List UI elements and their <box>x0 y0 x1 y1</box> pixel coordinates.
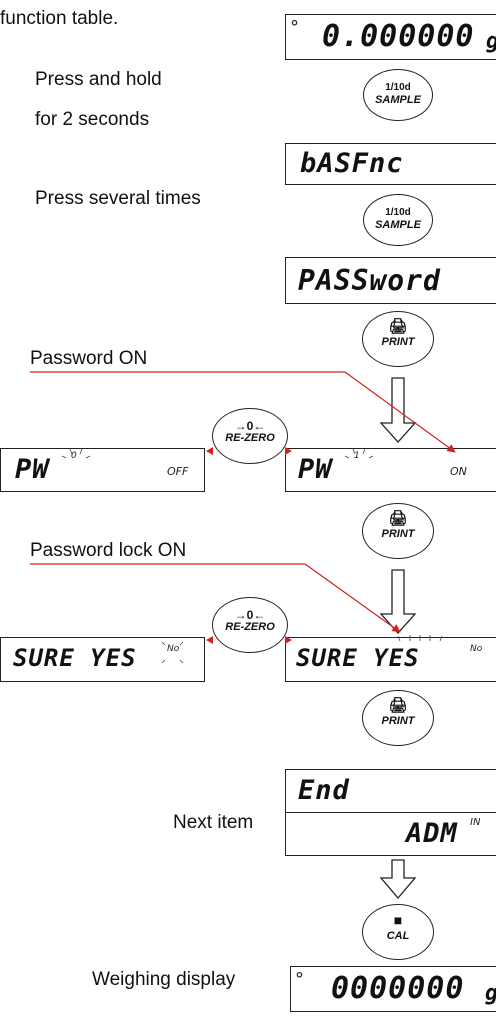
display-text: End <box>298 775 350 806</box>
press-hold-text-line1: Press and hold <box>35 69 162 90</box>
display-text: PW <box>298 454 333 485</box>
printer-icon: 🖨 <box>388 318 408 335</box>
display-sure-right: SURE YES No <box>285 637 496 682</box>
next-item-text: Next item <box>173 812 254 833</box>
print-key-confirm[interactable]: 🖨 PRINT <box>362 503 434 559</box>
blink-indicator-icon <box>61 448 91 459</box>
key-bottom-label: RE-ZERO <box>225 621 275 633</box>
right-arrowhead-icon <box>285 636 292 644</box>
intro-text: function table. <box>0 8 119 29</box>
key-top-label: 1/10d <box>385 207 411 218</box>
down-arrow-icon <box>379 859 417 900</box>
display-unit: g <box>486 29 496 54</box>
display-text: ADM <box>406 818 458 849</box>
key-top-label: →0← <box>234 419 266 433</box>
display-sure-left: SURE YES No <box>0 637 205 682</box>
display-text: SURE YES <box>296 644 420 672</box>
display-initial-weighing: ° 0.000000 g <box>285 14 496 60</box>
password-lock-pointer <box>30 563 401 633</box>
rezero-key-cancel[interactable]: →0← RE-ZERO <box>212 597 288 653</box>
status-flag: ON <box>450 465 467 478</box>
print-key[interactable]: 🖨 PRINT <box>362 311 434 367</box>
display-weighing: ° 0000000 g <box>290 966 496 1012</box>
display-text: bASFnc <box>300 148 404 179</box>
key-bottom-label: RE-ZERO <box>225 432 275 444</box>
display-text: PASSword <box>298 264 441 297</box>
stable-indicator: ° <box>290 17 299 38</box>
key-bottom-label: CAL <box>386 930 410 942</box>
weight-icon: ■ <box>393 912 403 928</box>
display-pw-on: PW 1 ON <box>285 448 496 492</box>
password-on-pointer <box>30 371 456 453</box>
blink-indicator-icon <box>161 641 184 664</box>
key-bottom-label: PRINT <box>381 528 415 540</box>
display-unit: g <box>485 981 496 1006</box>
key-bottom-label: PRINT <box>381 336 415 348</box>
status-flag: No <box>167 644 180 654</box>
key-bottom-label: PRINT <box>381 715 415 727</box>
display-password: PASSword <box>285 257 496 304</box>
password-lock-on-label: Password lock ON <box>30 540 187 561</box>
left-arrowhead-icon <box>206 447 213 455</box>
press-hold-text-line2: for 2 seconds <box>35 109 150 130</box>
sample-key[interactable]: 1/10d SAMPLE <box>363 69 433 121</box>
cal-key[interactable]: ■ CAL <box>362 904 434 960</box>
display-text: SURE YES <box>13 644 137 672</box>
press-several-text: Press several times <box>35 188 201 209</box>
status-flag: No <box>470 644 483 654</box>
display-adm: ADM IN <box>285 812 496 856</box>
status-flag: OFF <box>167 465 189 478</box>
sample-key-repeat[interactable]: 1/10d SAMPLE <box>363 194 433 246</box>
display-text: PW <box>15 454 50 485</box>
display-basfnc: bASFnc <box>285 143 496 185</box>
display-value: 0000000 <box>331 971 465 1006</box>
blinking-digit: 1 <box>354 451 360 461</box>
weighing-display-text: Weighing display <box>92 969 236 990</box>
printer-icon: 🖨 <box>388 697 408 714</box>
key-top-label: →0← <box>234 608 266 622</box>
display-superscript: IN <box>470 817 481 828</box>
password-on-label: Password ON <box>30 348 148 369</box>
down-arrow-icon <box>379 569 417 634</box>
right-arrowhead-icon <box>285 447 292 455</box>
display-pw-off: PW 0 OFF <box>0 448 205 492</box>
display-value: 0.000000 <box>322 19 475 54</box>
blink-indicator-icon <box>397 635 443 642</box>
print-key-final[interactable]: 🖨 PRINT <box>362 690 434 746</box>
stable-indicator: ° <box>295 969 304 990</box>
key-bottom-label: SAMPLE <box>375 219 421 231</box>
blink-indicator-icon <box>344 448 374 459</box>
key-bottom-label: SAMPLE <box>375 94 421 106</box>
printer-icon: 🖨 <box>388 510 408 527</box>
blinking-digit: 0 <box>71 451 77 461</box>
left-arrowhead-icon <box>206 636 213 644</box>
rezero-key[interactable]: →0← RE-ZERO <box>212 408 288 464</box>
display-end: End <box>285 769 496 813</box>
key-top-label: 1/10d <box>385 82 411 93</box>
